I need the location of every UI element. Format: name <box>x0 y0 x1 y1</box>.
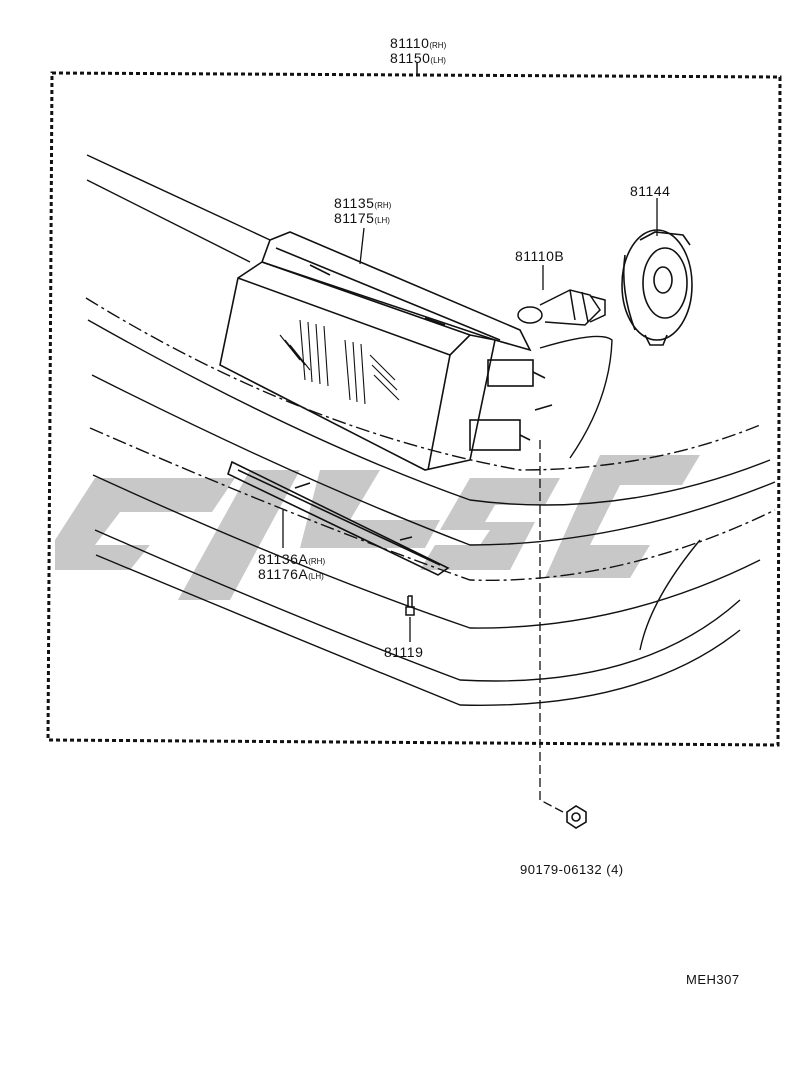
label-nut: 90179-06132 (4) <box>520 862 624 878</box>
side-suffix: (LH) <box>430 56 446 65</box>
screw-81119 <box>405 595 415 616</box>
side-suffix: (LH) <box>374 216 390 225</box>
part-number: 90179-06132 (4) <box>520 862 624 877</box>
leader-lines <box>282 198 658 813</box>
diagram-code: MEH307 <box>686 972 740 988</box>
side-suffix: (LH) <box>308 572 324 581</box>
label-socket-cover: 81144 <box>630 183 670 199</box>
vehicle-body-outline <box>85 154 776 706</box>
part-number: 81110 <box>390 35 430 51</box>
label-assembly-lh: 81150(LH) <box>390 50 446 69</box>
part-number: 81175 <box>334 210 375 226</box>
part-number: 81119 <box>384 644 424 660</box>
side-suffix: (RH) <box>374 201 392 210</box>
side-suffix: (RH) <box>429 41 447 50</box>
part-number: 81110B <box>515 248 565 264</box>
part-number: 81144 <box>630 183 671 199</box>
label-unit-lh: 81175(LH) <box>334 210 390 229</box>
label-assembly-rh: 81110(RH) <box>390 35 446 54</box>
label-screw: 81119 <box>384 644 423 660</box>
bulb-81110b <box>517 289 606 326</box>
part-number: 81135 <box>334 195 375 211</box>
label-trim-rh: 81136A(RH) <box>258 551 325 570</box>
part-number: 81176A <box>258 566 309 582</box>
part-number: 81150 <box>390 50 431 66</box>
part-number: 81136A <box>258 551 309 567</box>
socket-cover-81144 <box>621 229 693 346</box>
label-trim-lh: 81176A(LH) <box>258 566 324 585</box>
label-bulb: 81110B <box>515 248 564 264</box>
assembly-bracket-frame <box>46 71 782 747</box>
nut-90179 <box>566 805 587 829</box>
label-unit-rh: 81135(RH) <box>334 195 391 214</box>
side-suffix: (RH) <box>308 557 326 566</box>
diagram-code-text: MEH307 <box>686 972 740 987</box>
headlamp-unit <box>219 231 553 471</box>
lamp-trim-strip <box>227 460 450 576</box>
